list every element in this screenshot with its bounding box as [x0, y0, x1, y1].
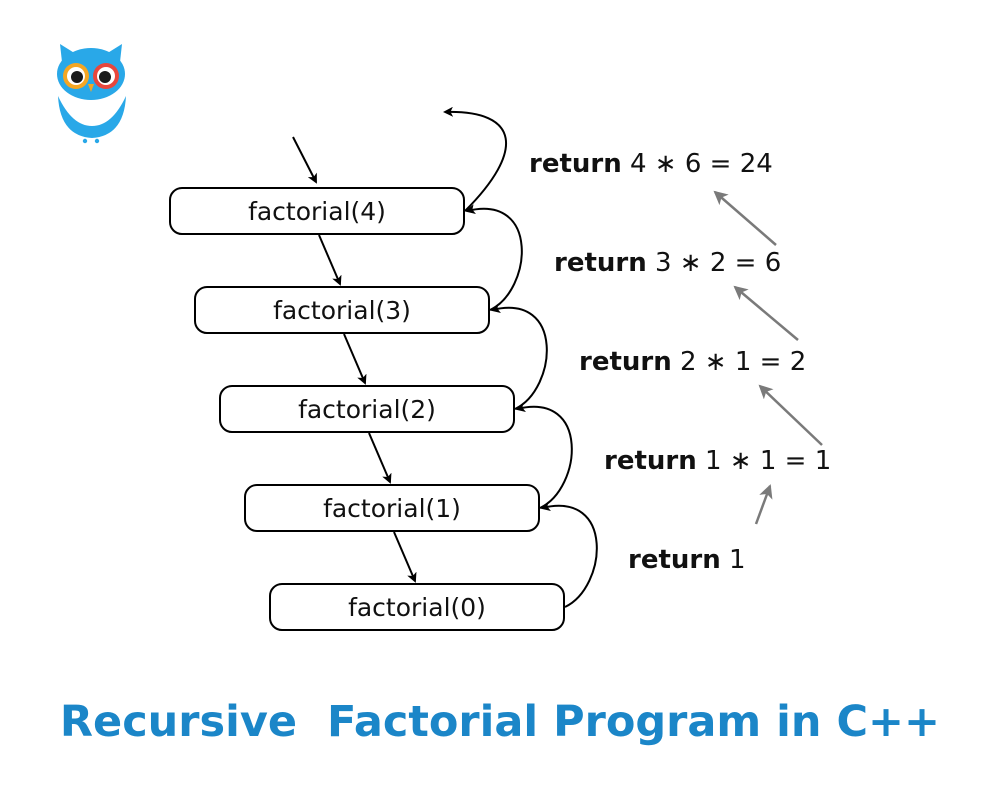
call-box-factorial-2: factorial(2)	[219, 385, 515, 433]
return-keyword: return	[628, 545, 721, 575]
return-curve-3	[515, 402, 573, 509]
return-keyword: return	[529, 149, 622, 179]
return-curve-1	[465, 204, 523, 311]
return-expression: 1 ∗ 1 = 1	[705, 446, 832, 476]
value-arrow-2	[733, 285, 799, 341]
call-arrow-0	[318, 234, 342, 286]
value-arrow-1	[758, 384, 823, 446]
return-keyword: return	[579, 347, 672, 377]
call-arrow-in	[292, 136, 317, 184]
return-expression: 3 ∗ 2 = 6	[655, 248, 782, 278]
return-expression: 4 ∗ 6 = 24	[630, 149, 773, 179]
call-box-factorial-1: factorial(1)	[244, 484, 540, 532]
call-box-factorial-0: factorial(0)	[269, 583, 565, 631]
call-box-factorial-4: factorial(4)	[169, 187, 465, 235]
call-box-factorial-3: factorial(3)	[194, 286, 490, 334]
return-label-4: return 4 ∗ 6 = 24	[529, 149, 773, 179]
return-curve-final	[443, 106, 508, 212]
return-curve-2	[490, 303, 548, 410]
call-arrow-3	[393, 531, 417, 583]
call-arrow-2	[368, 432, 392, 484]
return-keyword: return	[604, 446, 697, 476]
return-label-2: return 2 ∗ 1 = 2	[579, 347, 806, 377]
page-title: Recursive Factorial Program in C++	[59, 697, 941, 747]
value-arrow-3	[713, 190, 777, 246]
return-expression: 2 ∗ 1 = 2	[680, 347, 807, 377]
return-curve-4	[540, 501, 598, 608]
owl-logo-icon	[57, 44, 126, 144]
call-arrow-1	[343, 333, 367, 385]
return-label-3: return 3 ∗ 2 = 6	[554, 248, 781, 278]
value-arrow-0	[754, 484, 773, 525]
return-label-0: return 1	[628, 545, 746, 575]
return-keyword: return	[554, 248, 647, 278]
return-expression: 1	[729, 545, 746, 575]
return-label-1: return 1 ∗ 1 = 1	[604, 446, 831, 476]
